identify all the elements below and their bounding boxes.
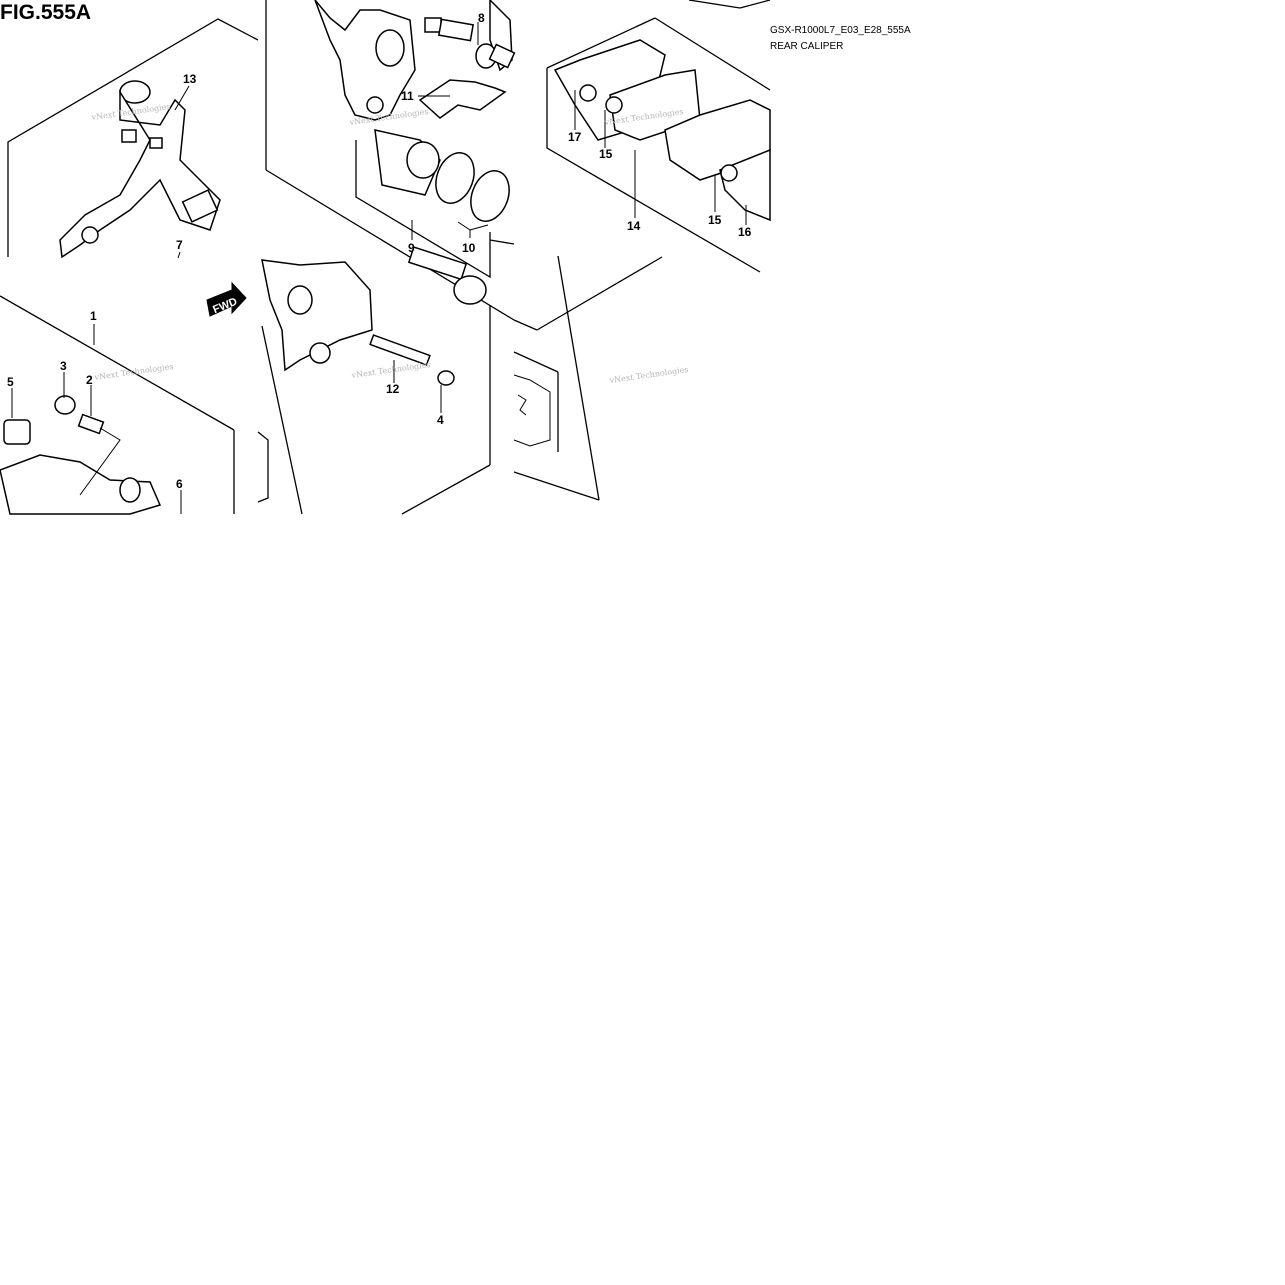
cap-3 <box>54 395 76 415</box>
callout-10: 10 <box>462 241 476 255</box>
callout-11: 11 <box>401 89 414 103</box>
pad-pin-12 <box>369 334 431 366</box>
watermark-text: vNext Technologies <box>93 362 174 382</box>
slide-pin-8 <box>424 17 516 69</box>
callout-14: 14 <box>627 219 641 233</box>
pad-outline-lower-right <box>513 374 551 447</box>
callout-3: 3 <box>60 359 67 373</box>
union-bolt-5 <box>3 419 31 445</box>
seal-rings-10 <box>435 152 510 222</box>
callout-17: 17 <box>568 130 582 144</box>
watermark-text: vNext Technologies <box>608 365 689 385</box>
watermark-text: vNext Technologies <box>350 360 431 380</box>
bleeder-parts <box>0 395 162 515</box>
caliper-body-1 <box>0 454 162 515</box>
bleeder-2 <box>77 413 105 435</box>
figure-title: FIG.555A <box>0 1 91 24</box>
callout-13: 13 <box>183 72 197 86</box>
pad-spring-11 <box>418 79 507 119</box>
callout-2: 2 <box>86 373 93 387</box>
callout-labels: 13 8 11 7 9 10 17 15 15 14 16 1 5 3 2 6 … <box>7 11 752 491</box>
brake-pads-14 <box>553 39 771 222</box>
callout-1: 1 <box>90 309 97 323</box>
leader-lines <box>11 22 747 514</box>
caliper-bolt <box>407 246 487 305</box>
callout-15-a: 15 <box>599 147 613 161</box>
callout-9: 9 <box>408 241 415 255</box>
callout-8: 8 <box>478 11 485 25</box>
fwd-arrow: FWD <box>206 281 247 317</box>
panel-frames <box>0 0 771 515</box>
callout-5: 5 <box>7 375 14 389</box>
pin-plug-4 <box>437 370 455 386</box>
caliper-bracket-13 <box>59 80 221 259</box>
callout-12: 12 <box>386 382 400 396</box>
callout-15-b: 15 <box>708 213 722 227</box>
model-code: GSX-R1000L7_E03_E28_555A <box>770 25 911 36</box>
section-name: REAR CALIPER <box>770 41 843 52</box>
callout-6: 6 <box>176 477 183 491</box>
callout-4: 4 <box>437 413 444 427</box>
piston-9 <box>374 129 441 196</box>
callout-7: 7 <box>176 238 183 252</box>
callout-16: 16 <box>738 225 752 239</box>
caliper-body-lower <box>261 259 373 372</box>
